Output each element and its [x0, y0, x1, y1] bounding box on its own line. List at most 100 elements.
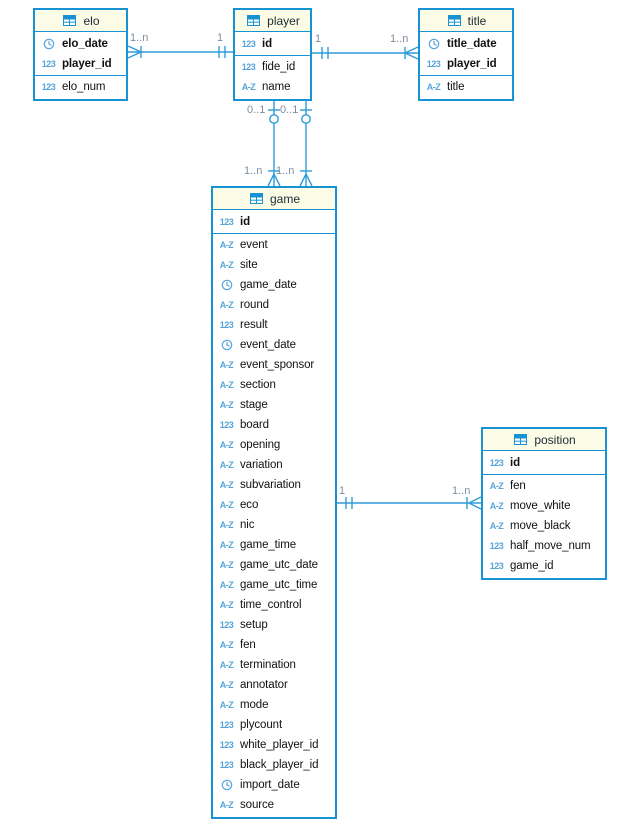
table-header[interactable]: position	[483, 429, 605, 451]
date-type-icon	[218, 779, 235, 791]
column-name: termination	[240, 659, 296, 671]
column-name: time_control	[240, 599, 302, 611]
number-type-icon: 123	[41, 58, 56, 69]
column-import_date[interactable]: import_date	[213, 775, 335, 795]
column-name: event_date	[240, 339, 296, 351]
column-title_date[interactable]: title_date	[420, 34, 512, 54]
relation-player-game-white[interactable]	[267, 101, 281, 187]
cardinality-label: 1	[315, 33, 322, 45]
relation-player-elo[interactable]	[127, 45, 233, 59]
string-type-icon: A-Z	[219, 579, 234, 590]
relation-player-game-black[interactable]	[299, 101, 313, 187]
pk-section: elo_date 123 player_id	[35, 32, 126, 76]
relation-player-title[interactable]	[312, 46, 419, 60]
relation-game-position[interactable]	[337, 496, 482, 510]
table-header[interactable]: title	[420, 10, 512, 32]
column-name: player_id	[62, 58, 112, 70]
string-type-icon: A-Z	[219, 439, 234, 450]
table-title: elo	[83, 13, 100, 28]
cardinality-label: 1	[339, 485, 346, 497]
column-elo_date[interactable]: elo_date	[35, 34, 126, 54]
column-game_date[interactable]: game_date	[213, 275, 335, 295]
column-name: game_utc_date	[240, 559, 318, 571]
column-name: setup	[240, 619, 268, 631]
column-name: title_date	[447, 38, 497, 50]
cardinality-label: 1..n	[452, 485, 471, 497]
table-title: title	[467, 13, 487, 28]
column-name: import_date	[240, 779, 300, 791]
column-time_control[interactable]: A-Z time_control	[213, 595, 335, 615]
string-type-icon: A-Z	[219, 679, 234, 690]
cardinality-label: 0..1	[280, 104, 299, 116]
column-name: mode	[240, 699, 269, 711]
string-type-icon: A-Z	[426, 81, 441, 92]
column-event_date[interactable]: event_date	[213, 335, 335, 355]
column-player_id[interactable]: 123 player_id	[35, 54, 126, 74]
string-type-icon: A-Z	[219, 599, 234, 610]
column-name: plycount	[240, 719, 283, 731]
table-header[interactable]: game	[213, 188, 335, 210]
string-type-icon: A-Z	[219, 259, 234, 270]
table-header[interactable]: elo	[35, 10, 126, 32]
column-name: board	[240, 419, 269, 431]
column-name: section	[240, 379, 276, 391]
string-type-icon: A-Z	[219, 539, 234, 550]
number-type-icon: 123	[219, 419, 234, 430]
number-type-icon: 123	[219, 739, 234, 750]
column-name: elo_num	[62, 81, 106, 93]
column-board[interactable]: 123 board	[213, 415, 335, 435]
table-title: game	[269, 191, 301, 206]
table-header[interactable]: player	[235, 10, 310, 32]
date-type-icon	[218, 339, 235, 351]
